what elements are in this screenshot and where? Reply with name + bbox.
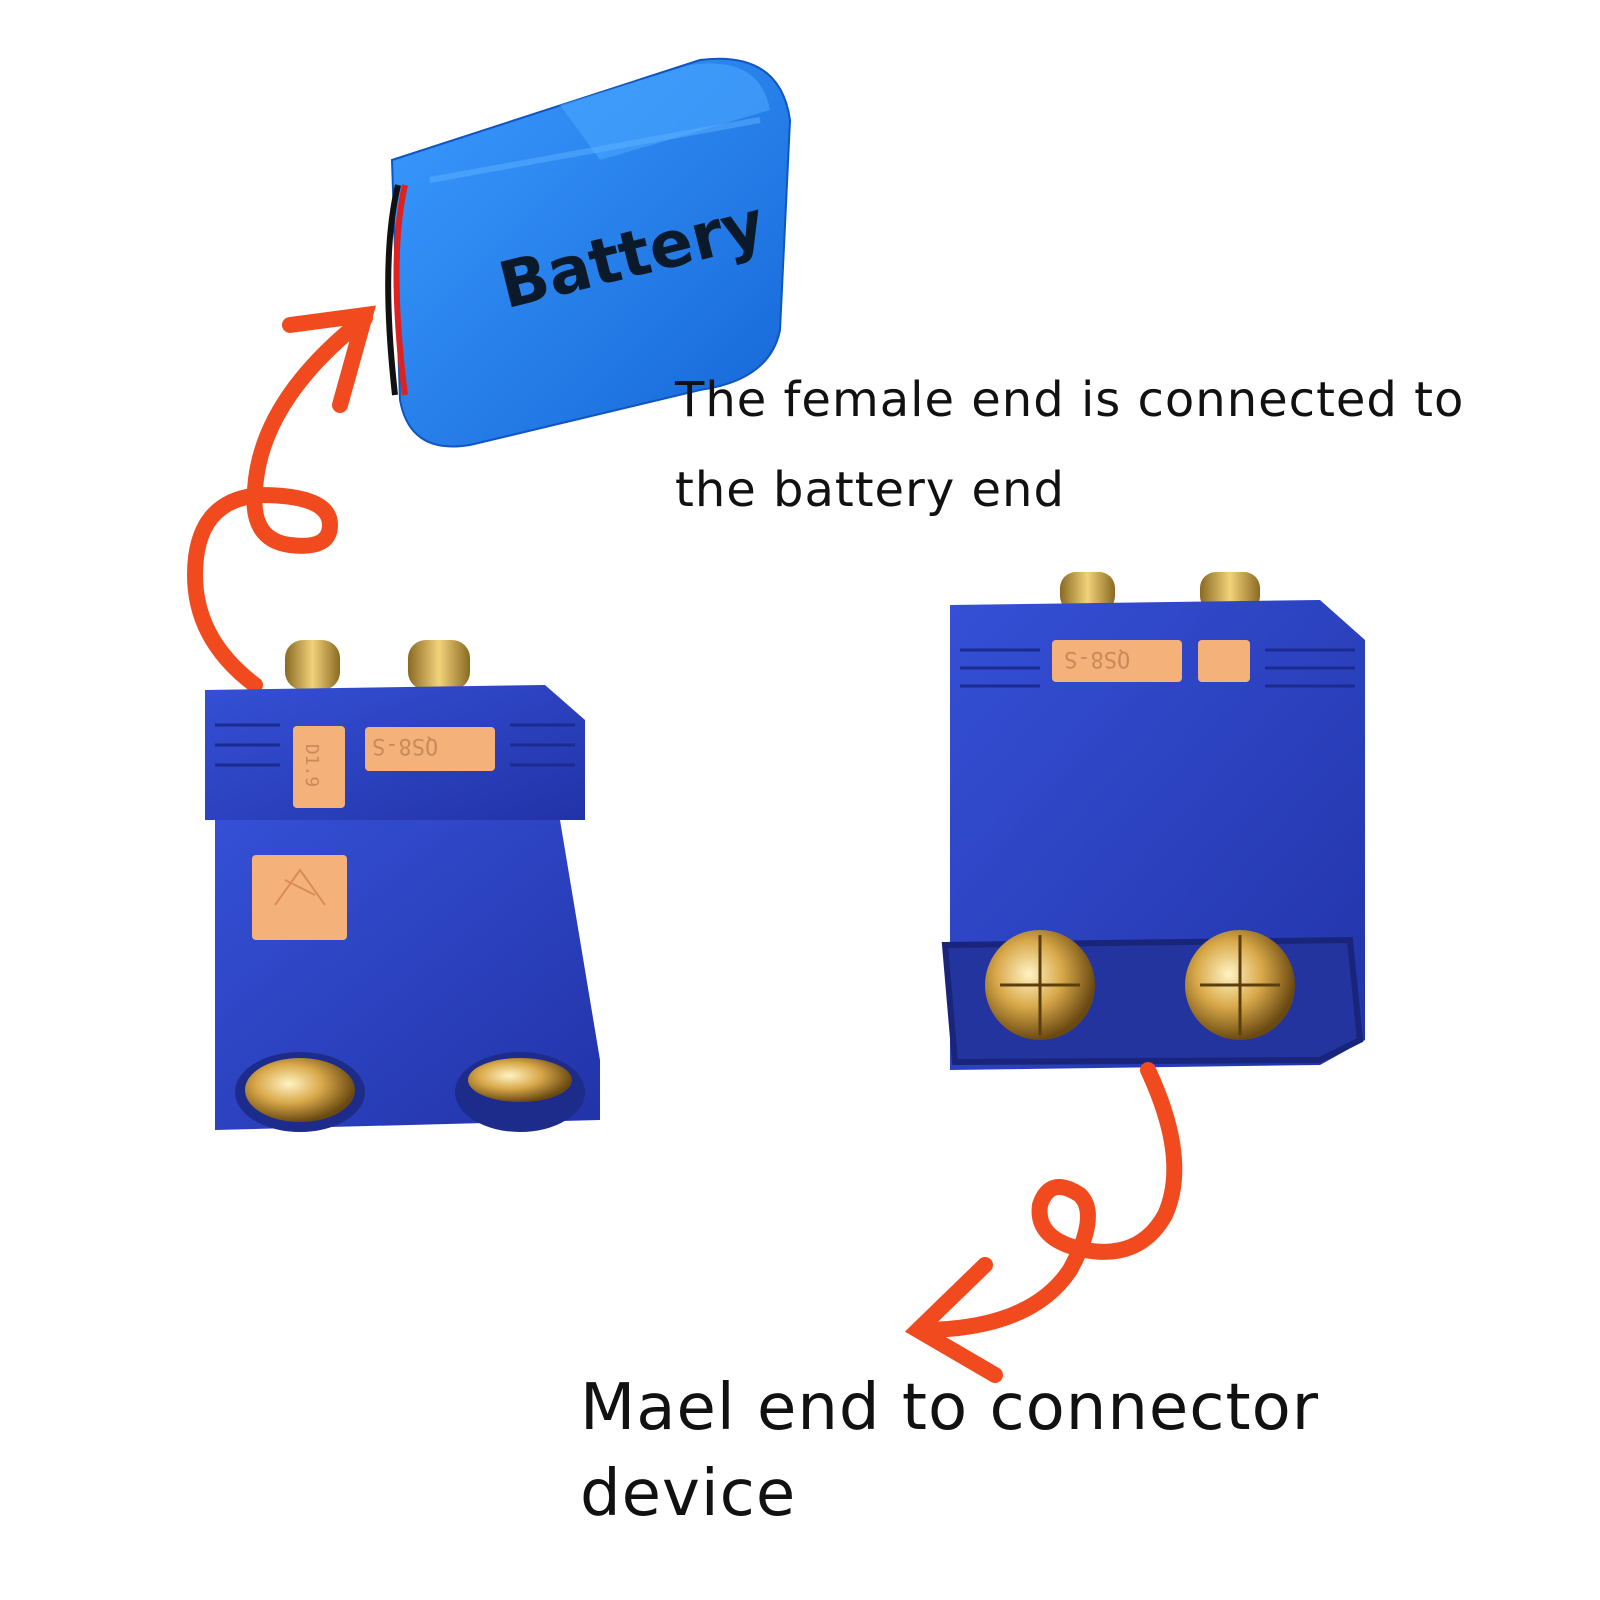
female-top-marking: QS8-S — [372, 733, 439, 758]
male-end-caption: Mael end to connector device — [580, 1365, 1560, 1537]
female-connector — [205, 640, 600, 1132]
arrow-to-device — [904, 1062, 1183, 1383]
male-connector — [941, 572, 1365, 1070]
battery-icon — [385, 57, 792, 448]
female-side-marking: D1.9 — [301, 743, 323, 788]
male-caption-line-2: device — [580, 1457, 797, 1531]
female-end-caption: The female end is connected to the batte… — [675, 355, 1575, 535]
female-caption-line-1: The female end is connected to — [675, 372, 1465, 428]
male-top-marking: QS8-S — [1064, 646, 1131, 671]
male-caption-line-1: Mael end to connector — [580, 1371, 1320, 1445]
arrow-to-battery — [186, 305, 376, 693]
female-caption-line-2: the battery end — [675, 462, 1065, 518]
